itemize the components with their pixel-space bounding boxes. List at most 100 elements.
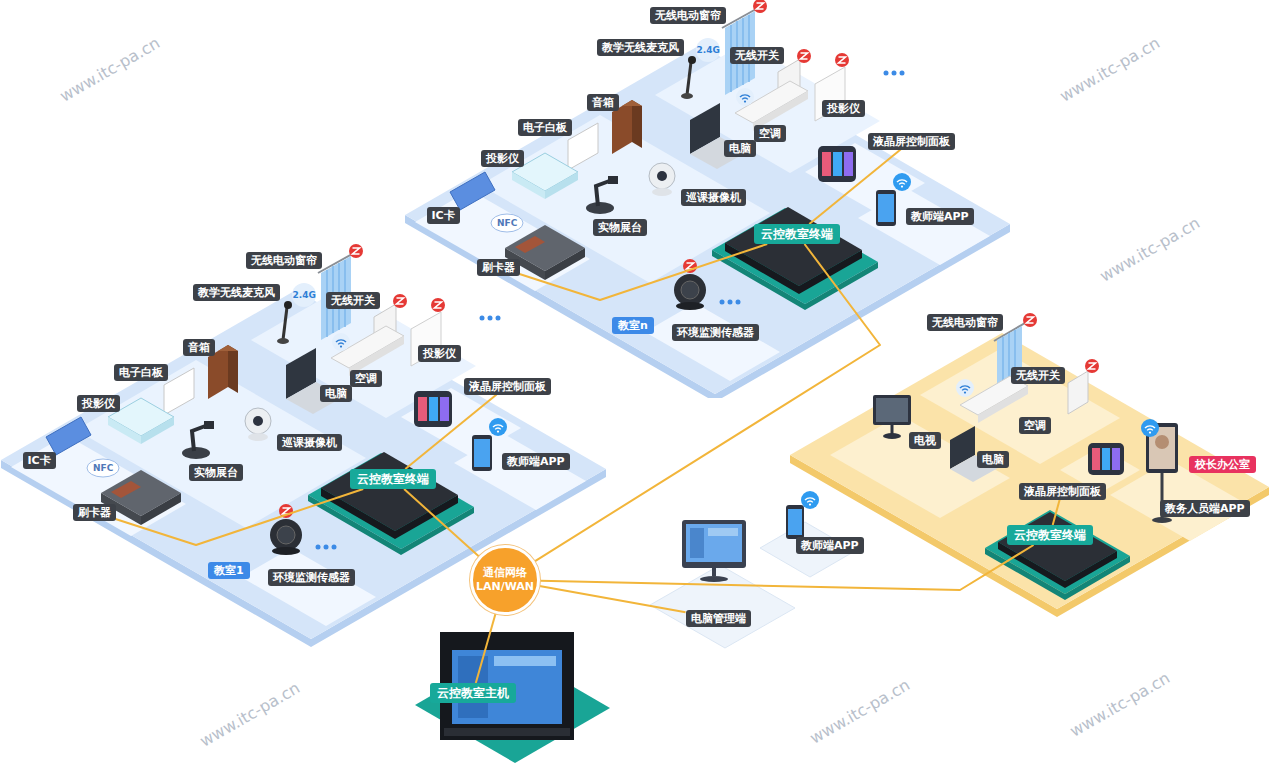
office-art-part: [956, 379, 974, 397]
office-art-part: [1088, 443, 1124, 475]
label-text: 空调: [1024, 419, 1046, 432]
label-text: 教务人员端APP: [1165, 502, 1245, 515]
label-text: 电脑: [729, 142, 751, 155]
watermark: www.itc-pa.cn: [807, 676, 913, 748]
label-text: 云控教室终端: [357, 472, 429, 486]
label-text: 教师端APP: [507, 455, 565, 468]
watermark: www.itc-pa.cn: [57, 34, 163, 106]
office-art-part: [876, 398, 908, 422]
label-text: 投影仪: [82, 397, 115, 410]
device-label: 液晶屏控制面板: [1019, 483, 1106, 500]
connector-line: [476, 614, 496, 683]
office-art-part: [1112, 448, 1120, 470]
device-label: 刷卡器: [73, 504, 116, 521]
device-label: 刷卡器: [477, 259, 520, 276]
nfc-mark: NFC: [497, 218, 517, 229]
device-label: 投影仪: [77, 395, 120, 412]
office-art-part: [1152, 517, 1172, 523]
device-label: 无线开关: [326, 292, 380, 309]
label-text: 实物展台: [598, 221, 642, 234]
device-label: 无线电动窗帘: [927, 314, 1003, 331]
device-label: 音箱: [587, 94, 619, 111]
label-text: 无线电动窗帘: [655, 9, 721, 22]
label-text: 投影仪: [827, 102, 860, 115]
terminal-label: 云控教室终端: [350, 469, 436, 489]
label-text: 环境监测传感器: [273, 571, 350, 584]
device-label: 巡课摄像机: [681, 189, 746, 206]
room-tag: 教室1: [208, 562, 250, 579]
device-label: 空调: [754, 125, 786, 142]
center-art-part: [786, 505, 804, 539]
center-art-part: [708, 528, 738, 536]
device-label: 电脑: [977, 451, 1009, 468]
device-label: 实物展台: [593, 219, 647, 236]
terminal-label: 云控教室终端: [1007, 525, 1093, 545]
label-text: 刷卡器: [78, 506, 111, 519]
watermark: www.itc-pa.cn: [1057, 34, 1163, 106]
device-label: 液晶屏控制面板: [868, 133, 955, 150]
label-text: 电子白板: [523, 121, 567, 134]
platform-top: [790, 333, 1269, 609]
center-art-part: [686, 524, 742, 562]
label-text: 教师端APP: [911, 210, 969, 223]
label-text: 投影仪: [486, 152, 519, 165]
room-tag: 教室n: [612, 317, 654, 334]
device-label: 投影仪: [481, 150, 524, 167]
device-label: 教学无线麦克风: [193, 284, 280, 301]
label-text: 液晶屏控制面板: [1024, 485, 1101, 498]
device-label: 环境监测传感器: [268, 569, 355, 586]
office-art-part: [1023, 313, 1037, 327]
watermark: www.itc-pa.cn: [1067, 669, 1173, 741]
label-text: 空调: [355, 372, 377, 385]
label-text: 环境监测传感器: [677, 326, 754, 339]
center-art-part: [444, 728, 570, 736]
watermark: www.itc-pa.cn: [197, 679, 303, 751]
center-art-part: [712, 568, 716, 576]
label-text: 音箱: [592, 96, 614, 109]
label-text: 实物展台: [194, 466, 238, 479]
label-text: 无线开关: [331, 294, 375, 307]
device-label: 教学无线麦克风: [597, 39, 684, 56]
nfc-mark: NFC: [93, 463, 113, 474]
platform-top: [1, 290, 606, 639]
device-label: 电视: [909, 432, 941, 449]
device-label: 液晶屏控制面板: [464, 378, 551, 395]
label-text: 液晶屏控制面板: [469, 380, 546, 393]
label-text: 刷卡器: [482, 261, 515, 274]
office-art-part: [1092, 448, 1100, 470]
office-art-part: [883, 433, 901, 439]
center-art-part: [788, 509, 802, 535]
frequency-mark: 2.4G: [697, 45, 720, 56]
label-text: 教师端APP: [801, 539, 859, 552]
device-label: 电脑: [724, 140, 756, 157]
center-art-part: [494, 656, 556, 666]
center-art-part: [700, 576, 728, 582]
label-text: 巡课摄像机: [686, 191, 741, 204]
label-text: 通信网络 LAN/WAN: [474, 566, 536, 594]
label-text: 电子白板: [119, 366, 163, 379]
device-label: 音箱: [183, 339, 215, 356]
classroom-n-art: [415, 0, 990, 381]
device-label: 电脑: [320, 385, 352, 402]
device-label: 教师端APP: [906, 208, 974, 225]
label-text: 教学无线麦克风: [198, 286, 275, 299]
label-text: 投影仪: [423, 347, 456, 360]
connector-line: [540, 586, 686, 612]
platform-top: [405, 45, 1010, 394]
classroom-1-art: [11, 244, 586, 626]
device-label: 投影仪: [418, 345, 461, 362]
label-text: 无线开关: [735, 49, 779, 62]
device-label: 电脑管理端: [686, 610, 751, 627]
office-art-part: [873, 395, 911, 425]
device-label: IC卡: [427, 207, 460, 224]
label-text: IC卡: [28, 454, 51, 467]
label-text: 云控教室主机: [437, 686, 509, 700]
label-text: 无线电动窗帘: [251, 254, 317, 267]
label-text: 无线电动窗帘: [932, 316, 998, 329]
room-platform: 教室n无线电动窗帘教学无线麦克风无线开关音箱投影仪电子白板空调液晶屏控制面板电脑…: [400, 2, 1015, 398]
center-art-part: [801, 491, 819, 509]
label-text: 液晶屏控制面板: [873, 135, 950, 148]
device-label: 投影仪: [822, 100, 865, 117]
room-tag: 校长办公室: [1189, 456, 1256, 473]
